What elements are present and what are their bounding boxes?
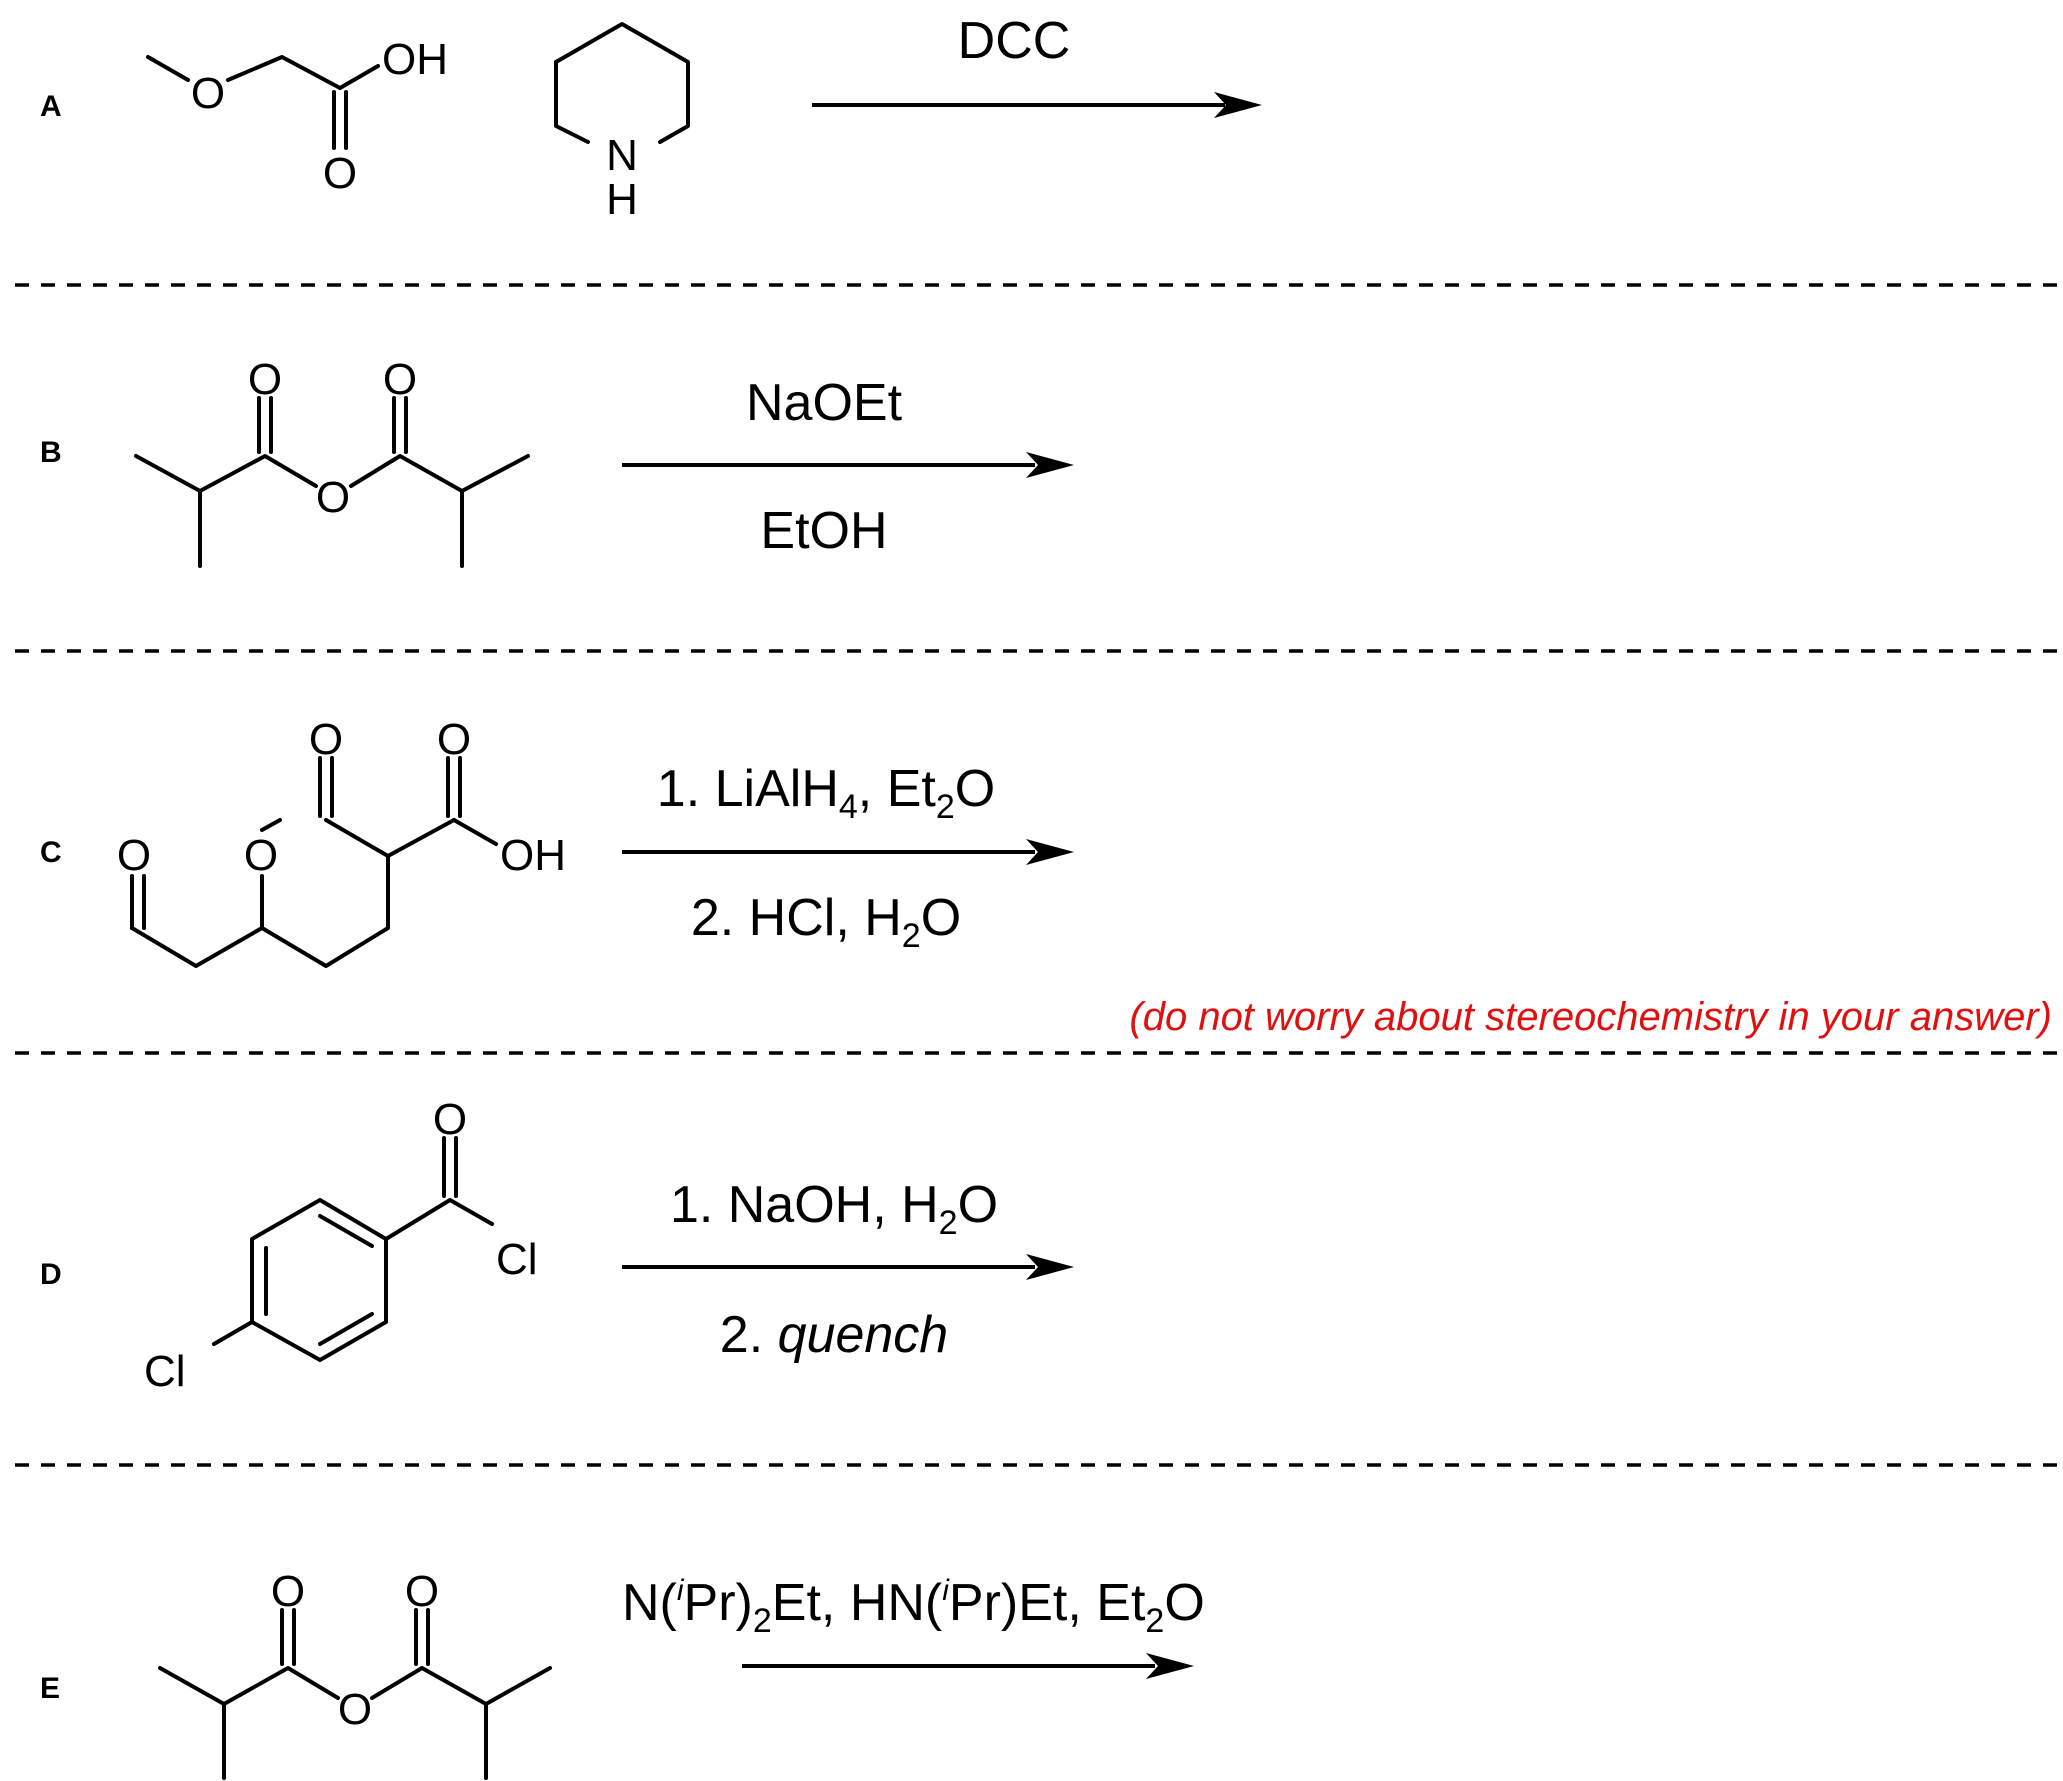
reagent-naoet: NaOEt bbox=[746, 374, 903, 432]
isobutyric-anhydride-structure-b bbox=[134, 396, 530, 568]
atom-o-acid: O bbox=[437, 715, 471, 764]
atom-o-b2: O bbox=[383, 355, 417, 404]
atom-o-lactone: O bbox=[309, 715, 343, 764]
chlorobenzoyl-chloride-structure bbox=[212, 1136, 494, 1362]
reagent-c-step1: 1. LiAlH4, Et2O bbox=[657, 760, 995, 826]
atom-o-aldehyde: O bbox=[117, 831, 151, 880]
reaction-label-e: E bbox=[40, 1672, 60, 1705]
reaction-arrow-c bbox=[622, 839, 1074, 865]
reaction-arrow-d bbox=[622, 1254, 1074, 1280]
atom-o-b1: O bbox=[248, 355, 282, 404]
reagent-etoh: EtOH bbox=[760, 502, 887, 560]
atom-h: H bbox=[606, 175, 638, 224]
atom-cl-ring: Cl bbox=[144, 1347, 186, 1396]
atom-o-bridge-b: O bbox=[316, 473, 350, 522]
reaction-d: D O Cl Cl 1. NaOH, H2O 2. quench bbox=[40, 1095, 1074, 1396]
atom-o-e2: O bbox=[405, 1567, 439, 1616]
atom-n: N bbox=[606, 131, 638, 180]
stereochemistry-note: (do not worry about stereochemistry in y… bbox=[1129, 995, 2052, 1039]
atom-o-e1: O bbox=[271, 1567, 305, 1616]
atom-o-ring: O bbox=[244, 831, 278, 880]
reaction-b: B O O O NaOEt EtOH bbox=[40, 355, 1074, 568]
reagent-d-step2: 2. quench bbox=[720, 1306, 948, 1364]
reaction-c: C O O O O OH 1. LiAlH4, Et2O 2. HCl, H2O… bbox=[40, 715, 2052, 1039]
reaction-label-a: A bbox=[40, 90, 62, 123]
piperidine-structure bbox=[554, 22, 690, 144]
atom-o-d: O bbox=[433, 1095, 467, 1144]
methoxyacetic-acid-structure bbox=[146, 55, 380, 150]
reagent-e: N(iPr)2Et, HN(iPr)Et, Et2O bbox=[622, 1574, 1205, 1640]
reagent-dcc: DCC bbox=[958, 12, 1071, 70]
atom-oh-c: OH bbox=[500, 831, 566, 880]
reaction-arrow-b bbox=[622, 452, 1074, 478]
reaction-e: E O O O N(iPr)2Et, HN(iPr)Et, Et2O bbox=[40, 1567, 1205, 1780]
lactone-acid-structure bbox=[130, 756, 498, 968]
atom-o-ether: O bbox=[191, 69, 225, 118]
reaction-a: A O OH O N H DCC bbox=[40, 12, 1262, 224]
atom-o-carbonyl: O bbox=[323, 149, 357, 198]
isobutyric-anhydride-structure-e bbox=[158, 1608, 552, 1780]
reaction-arrow-a bbox=[812, 92, 1262, 118]
reagent-c-step2: 2. HCl, H2O bbox=[691, 889, 961, 955]
reaction-label-c: C bbox=[40, 836, 62, 869]
atom-oh: OH bbox=[382, 35, 448, 84]
reaction-label-d: D bbox=[40, 1258, 62, 1291]
atom-o-bridge-e: O bbox=[338, 1685, 372, 1734]
reagent-d-step1: 1. NaOH, H2O bbox=[670, 1176, 998, 1242]
reaction-arrow-e bbox=[742, 1653, 1194, 1679]
reaction-label-b: B bbox=[40, 436, 62, 469]
atom-cl-acyl: Cl bbox=[496, 1235, 538, 1284]
